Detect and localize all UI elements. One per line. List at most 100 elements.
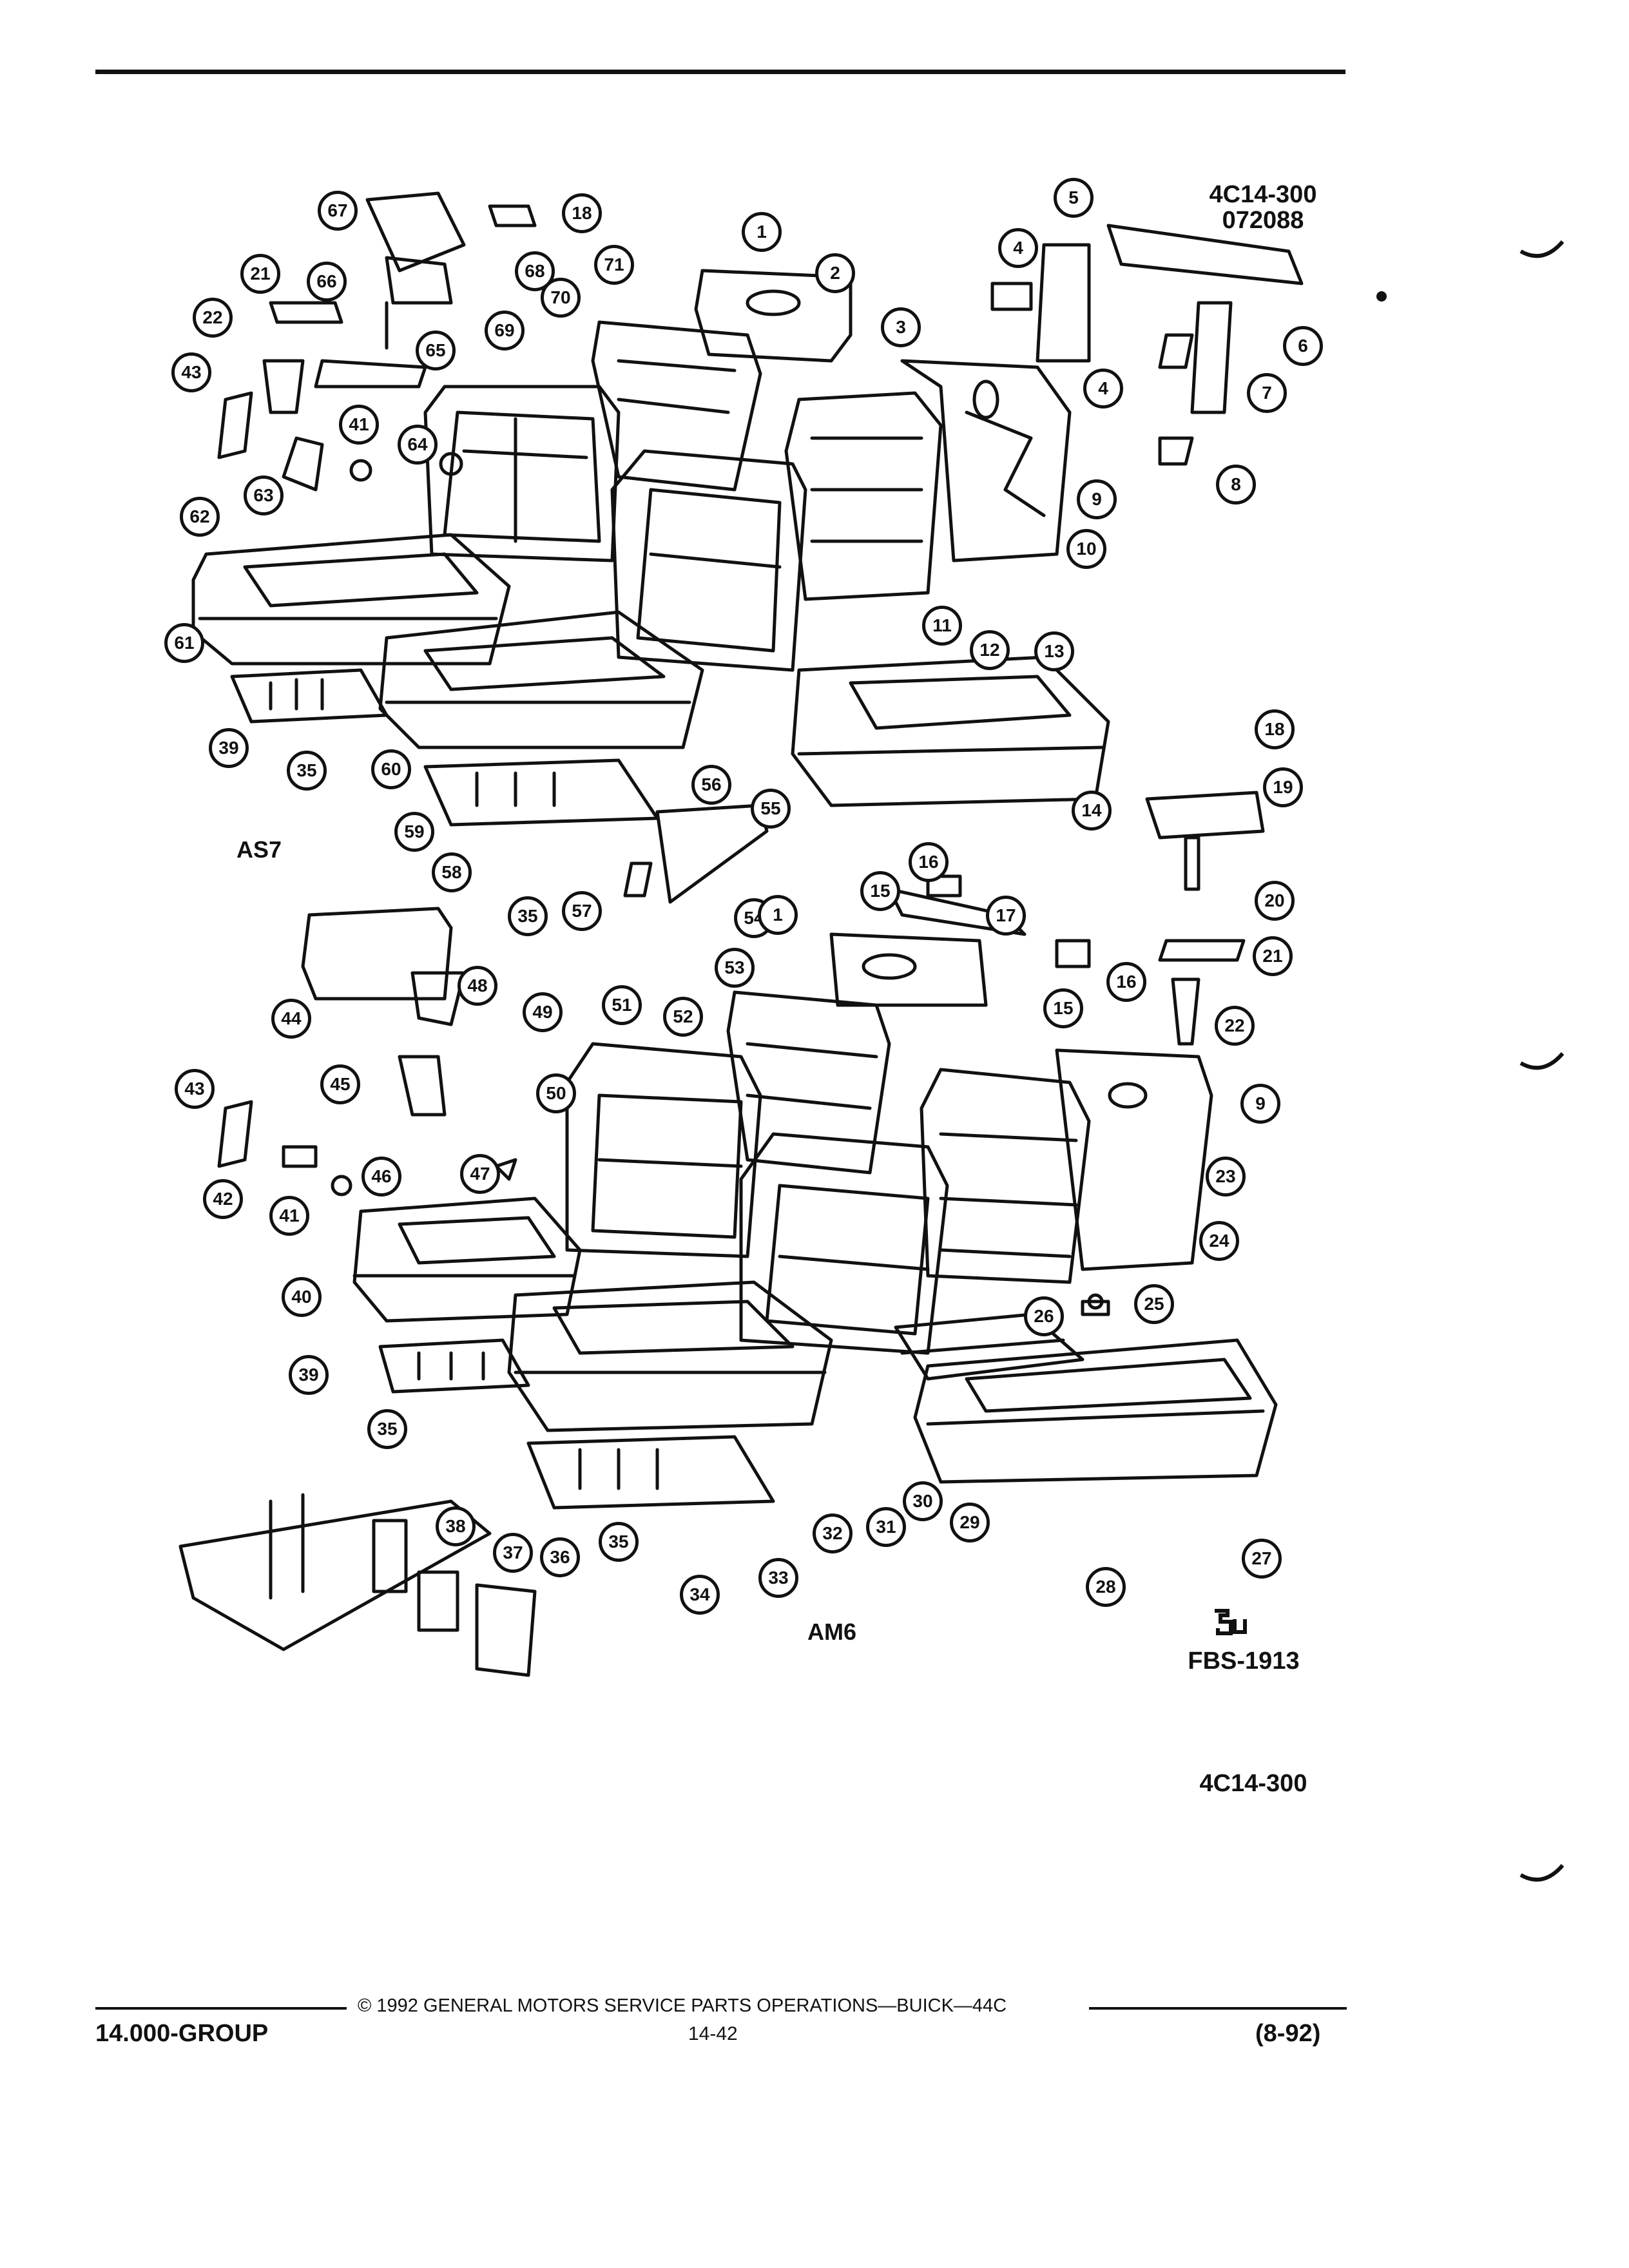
part-callout-16: 16: [909, 842, 949, 882]
footer-copyright: © 1992 GENERAL MOTORS SERVICE PARTS OPER…: [358, 1995, 1007, 2016]
fbs-code: FBS-1913: [1188, 1648, 1300, 1675]
part-callout-13: 13: [1034, 631, 1074, 671]
part-callout-33: 33: [758, 1558, 798, 1598]
part-callout-53: 53: [715, 948, 755, 988]
part-callout-37: 37: [493, 1533, 533, 1573]
door-trim-lower-left: [178, 1493, 537, 1677]
bullet-mark: [1376, 291, 1387, 302]
part-callout-57: 57: [562, 891, 602, 931]
part-callout-4: 4: [1083, 369, 1123, 408]
seat-back-frame-lower: [1055, 1048, 1213, 1271]
part-callout-25: 25: [1134, 1284, 1174, 1324]
part-callout-23: 23: [1206, 1157, 1246, 1196]
seat-back-center-lower: [739, 1132, 949, 1355]
part-callout-51: 51: [602, 985, 642, 1025]
seat-center-pan-lower: [894, 1312, 1084, 1381]
figure-code: 4C14-300: [1209, 181, 1317, 208]
part-callout-45: 45: [320, 1064, 360, 1104]
part-callout-18: 18: [562, 193, 602, 233]
part-callout-18: 18: [1255, 709, 1295, 749]
figure-ref-bottom: 4C14-300: [1199, 1770, 1307, 1797]
seat-cushion-right-upper: [791, 655, 1110, 807]
part-callout-7: 7: [1247, 373, 1287, 413]
part-callout-4: 4: [998, 228, 1038, 268]
part-callout-35: 35: [508, 896, 548, 936]
footer-page-number: 14-42: [688, 2023, 738, 2044]
fbs-logo-icon: [1215, 1609, 1247, 1635]
part-callout-22: 22: [1215, 1006, 1255, 1046]
part-callout-71: 71: [594, 245, 634, 285]
part-callout-31: 31: [866, 1507, 906, 1547]
part-callout-10: 10: [1066, 529, 1106, 569]
part-callout-38: 38: [436, 1506, 476, 1546]
part-callout-42: 42: [203, 1179, 243, 1219]
seat-cushion-center-lower: [507, 1280, 833, 1432]
upper-left-small-parts: [217, 191, 537, 492]
part-callout-9: 9: [1077, 479, 1117, 519]
part-callout-52: 52: [663, 997, 703, 1037]
part-callout-2: 2: [815, 253, 855, 293]
part-callout-21: 21: [1253, 936, 1293, 976]
part-callout-56: 56: [691, 765, 731, 805]
part-callout-27: 27: [1242, 1539, 1282, 1579]
seat-adjuster-tracks-lower: [378, 1338, 775, 1510]
seat-back-left-lower: [565, 1042, 762, 1258]
part-callout-46: 46: [361, 1157, 401, 1196]
part-callout-14: 14: [1072, 791, 1112, 831]
part-callout-64: 64: [398, 425, 438, 465]
part-callout-11: 11: [922, 606, 962, 646]
binding-mark-icon: [1519, 1864, 1565, 1882]
variant-label-lower: AM6: [807, 1619, 857, 1645]
part-callout-24: 24: [1199, 1221, 1239, 1261]
part-callout-49: 49: [523, 992, 563, 1032]
part-callout-28: 28: [1086, 1567, 1126, 1607]
part-callout-60: 60: [371, 749, 411, 789]
part-callout-19: 19: [1263, 767, 1303, 807]
seat-cushion-left-lower: [352, 1196, 582, 1323]
part-callout-63: 63: [244, 476, 284, 515]
binding-mark-icon: [1519, 240, 1565, 258]
part-callout-39: 39: [289, 1355, 329, 1395]
part-callout-39: 39: [209, 728, 249, 768]
part-callout-34: 34: [680, 1575, 720, 1615]
part-callout-5: 5: [1054, 178, 1094, 218]
part-callout-40: 40: [282, 1277, 322, 1317]
lower-left-small-parts: [217, 1100, 1110, 1316]
part-callout-66: 66: [307, 262, 347, 302]
part-callout-6: 6: [1283, 326, 1323, 366]
top-rule: [95, 70, 1345, 74]
seat-cushion-center-upper: [378, 610, 704, 749]
part-callout-65: 65: [416, 331, 456, 370]
part-callout-67: 67: [318, 191, 358, 231]
part-callout-15: 15: [1043, 988, 1083, 1028]
seat-cushion-right-lower: [913, 1338, 1278, 1484]
part-callout-8: 8: [1216, 465, 1256, 505]
part-callout-35: 35: [287, 751, 327, 791]
seat-back-right-upper: [784, 391, 943, 601]
part-callout-26: 26: [1024, 1296, 1064, 1336]
footer-rule-right: [1089, 2007, 1347, 2010]
part-callout-22: 22: [193, 298, 233, 338]
part-callout-43: 43: [175, 1069, 215, 1109]
seat-back-frame-upper: [900, 359, 1072, 562]
part-callout-35: 35: [599, 1522, 639, 1562]
seat-back-center-upper: [610, 449, 807, 672]
part-callout-62: 62: [180, 497, 220, 537]
part-callout-15: 15: [860, 871, 900, 911]
variant-label-upper: AS7: [236, 836, 282, 863]
seat-back-rear-upper: [591, 320, 762, 492]
armrest-and-brackets: [301, 791, 1265, 1117]
footer-rule-left: [95, 2007, 347, 2010]
part-callout-55: 55: [751, 789, 791, 829]
seat-back-right-lower: [920, 1068, 1091, 1284]
footer-revision: (8-92): [1255, 2020, 1321, 2047]
part-callout-61: 61: [164, 623, 204, 663]
part-callout-58: 58: [432, 852, 472, 892]
part-callout-12: 12: [970, 630, 1010, 670]
part-callout-16: 16: [1106, 962, 1146, 1002]
part-callout-9: 9: [1240, 1084, 1280, 1124]
part-callout-32: 32: [813, 1514, 853, 1553]
part-callout-50: 50: [536, 1073, 576, 1113]
part-callout-47: 47: [460, 1154, 500, 1194]
part-callout-17: 17: [986, 896, 1026, 936]
